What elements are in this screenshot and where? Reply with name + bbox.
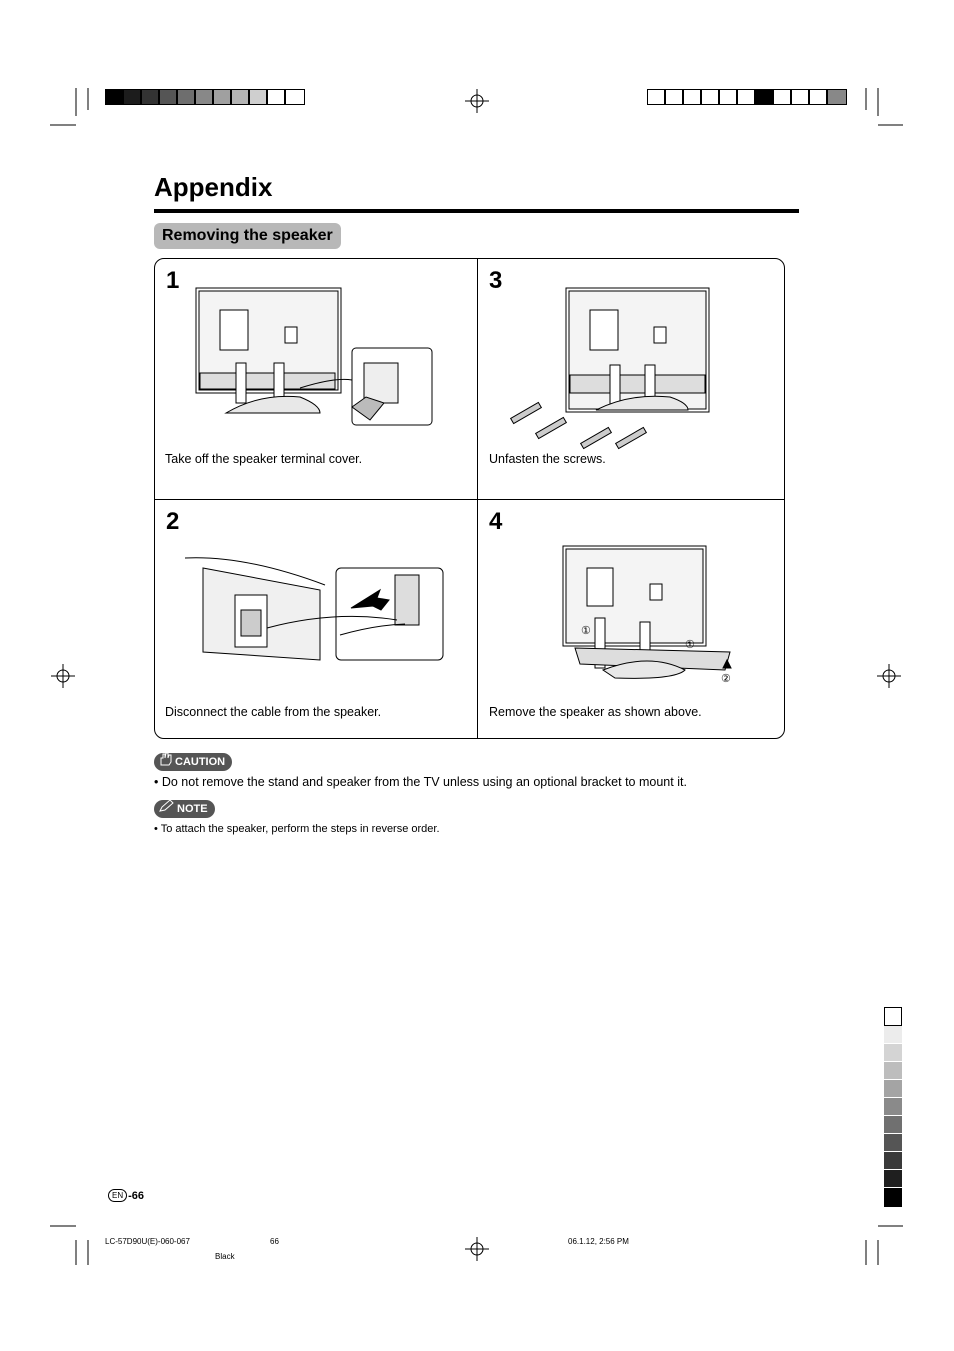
caution-text: • Do not remove the stand and speaker fr… xyxy=(154,775,687,789)
step-2-caption: Disconnect the cable from the speaker. xyxy=(165,705,382,719)
steps-frame xyxy=(154,258,785,739)
footer-plate: Black xyxy=(215,1252,235,1261)
step-4-number: 4 xyxy=(489,508,503,535)
step-4-caption: Remove the speaker as shown above. xyxy=(489,705,702,719)
steps-divider-vertical xyxy=(477,258,478,739)
footer-timestamp: 06.1.12, 2:56 PM xyxy=(568,1237,629,1246)
note-badge: NOTE xyxy=(154,799,215,819)
step-4-callout-2: ② xyxy=(721,673,731,685)
section-heading: Removing the speaker xyxy=(154,223,341,249)
step-4-callout-1-right: ① xyxy=(685,639,695,651)
title-rule xyxy=(154,209,799,213)
step-4-illustration xyxy=(562,545,732,679)
steps-divider-horizontal xyxy=(154,499,785,500)
footer-sheet-number: 66 xyxy=(270,1237,279,1246)
step-3-caption: Unfasten the screws. xyxy=(489,452,606,466)
step-2-number: 2 xyxy=(166,508,180,535)
caution-badge: CAUTION xyxy=(154,752,233,772)
step-1-caption: Take off the speaker terminal cover. xyxy=(165,452,363,466)
pencil-icon xyxy=(158,799,174,819)
note-text: • To attach the speaker, perform the ste… xyxy=(154,823,440,835)
hand-icon xyxy=(158,752,172,772)
language-badge: EN xyxy=(108,1189,128,1202)
note-badge-label: NOTE xyxy=(177,803,208,815)
step-1-illustration xyxy=(195,287,433,426)
caution-badge-label: CAUTION xyxy=(175,756,226,768)
footer-job-id: LC-57D90U(E)-060-067 xyxy=(105,1237,190,1246)
page-number: EN -66 xyxy=(108,1189,144,1202)
page-number-text: -66 xyxy=(128,1189,145,1202)
step-1-number: 1 xyxy=(166,267,180,294)
step-3-number: 3 xyxy=(489,267,503,294)
step-4-callout-1-left: ① xyxy=(581,625,591,637)
step-3-illustration xyxy=(509,287,710,450)
step-2-illustration xyxy=(184,557,444,661)
page-title: Appendix xyxy=(154,172,273,202)
